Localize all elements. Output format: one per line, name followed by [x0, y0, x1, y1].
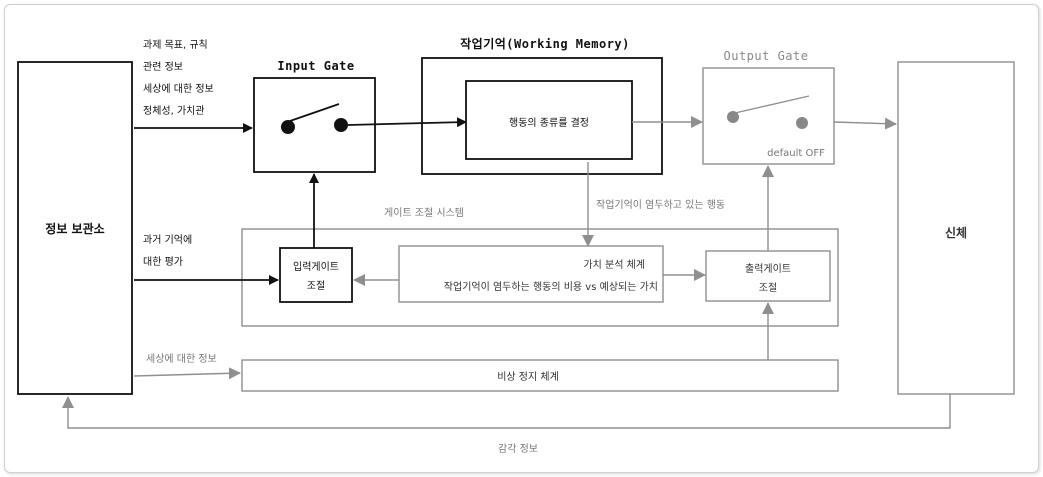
output-gate-switch-left: [727, 111, 739, 123]
input-gate-control-box: [279, 247, 353, 303]
arrow-to-working-memory: [347, 117, 467, 128]
arrow-to-body: [833, 117, 897, 130]
body-box: [897, 61, 1015, 395]
input-gate-switch-right: [334, 118, 348, 132]
gate-control-system-title: 게이트 조절 시스템: [384, 206, 464, 219]
arrow-sensory-feedback: [62, 394, 951, 429]
input-gate-title: Input Gate: [277, 59, 354, 73]
output-gate-control-line: 출력게이트: [745, 263, 791, 275]
gate-control-system-box: [241, 228, 839, 327]
past-memory-eval-line: 대한 평가: [143, 256, 183, 268]
output-gate-default-label: default OFF: [767, 148, 825, 159]
input-info-line: 과제 목표, 규칙: [143, 39, 208, 51]
output-gate-title: Output Gate: [724, 49, 809, 63]
emergency-stop-box: [241, 359, 839, 392]
memory-store-box: [17, 61, 133, 395]
output-gate-switch-right: [796, 117, 808, 129]
memory-store-label: 정보 보관소: [45, 221, 104, 236]
working-memory-inner-box: [465, 80, 633, 160]
output-gate-control-line: 조절: [759, 281, 777, 294]
diagram-frame: [4, 4, 1039, 473]
output-gate-switch-lever: [734, 95, 810, 114]
working-memory-outer-box: [421, 57, 663, 175]
sensory-info-label: 감각 정보: [498, 443, 538, 455]
input-info-line: 관련 정보: [143, 61, 183, 73]
arrow-to-emergency-stop: [133, 367, 241, 380]
input-info-line: 정체성, 가치관: [143, 105, 205, 117]
value-system-title: 가치 분석 체계: [583, 259, 645, 271]
input-gate-control-line: 입력게이트: [293, 260, 339, 273]
past-memory-eval-line: 과거 기억에: [143, 234, 192, 246]
working-memory-title: 작업기억(Working Memory): [460, 36, 630, 51]
body-label: 신체: [945, 225, 967, 240]
input-gate-control-line: 조절: [307, 279, 325, 292]
value-system-box: [398, 245, 664, 303]
input-info-line: 세상에 대한 정보: [143, 83, 214, 95]
output-gate-box: [702, 67, 835, 165]
emergency-stop-label: 비상 정지 체계: [497, 371, 559, 383]
value-system-description: 작업기억이 염두하는 행동의 비용 vs 예상되는 가치: [444, 280, 658, 293]
world-info-label: 세상에 대한 정보: [146, 353, 217, 365]
input-gate-switch-lever: [289, 103, 340, 122]
working-memory-inner-label: 행동의 종류를 결정: [509, 117, 589, 129]
input-gate-switch-left: [281, 120, 295, 134]
wm-action-label: 작업기억이 염두하고 있는 행동: [596, 198, 725, 211]
